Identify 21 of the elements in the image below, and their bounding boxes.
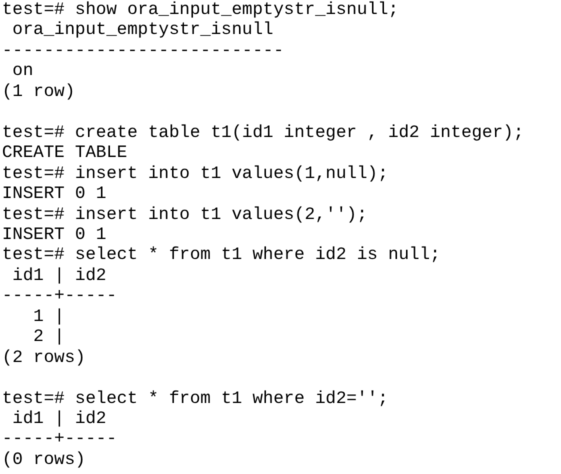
terminal-line: -----+----- xyxy=(2,287,117,308)
terminal-line: id1 | id2 xyxy=(11,266,106,287)
terminal-line: on xyxy=(11,62,34,82)
terminal-line: INSERT 0 1 xyxy=(2,226,106,246)
terminal-line: test=# create table t1(id1 integer , id2 integer); xyxy=(2,124,524,144)
terminal-line: test=# show ora_input_emptystr_isnull; xyxy=(2,1,399,21)
terminal-line: (0 rows) xyxy=(2,450,86,471)
terminal-line: INSERT 0 1 xyxy=(2,185,106,206)
terminal-line: test=# select * from t1 where id2 is null; xyxy=(2,246,440,266)
terminal-line: test=# insert into t1 values(1,null); xyxy=(2,164,388,185)
terminal-line: test=# select * from t1 where id2=''; xyxy=(2,390,388,410)
terminal-line: -----+----- xyxy=(2,430,117,450)
terminal-line: (2 rows) xyxy=(2,348,86,369)
terminal-line: ora_input_emptystr_isnull xyxy=(11,21,274,42)
terminal-line: CREATE TABLE xyxy=(2,144,128,164)
terminal-line: 1 | xyxy=(32,308,65,328)
terminal-line: --------------------------- xyxy=(2,42,284,62)
terminal-line: test=# insert into t1 values(2,''); xyxy=(2,206,368,226)
terminal-line: 2 | xyxy=(32,328,65,348)
terminal-line: (1 row) xyxy=(2,82,76,103)
terminal-line: id1 | id2 xyxy=(11,410,106,430)
